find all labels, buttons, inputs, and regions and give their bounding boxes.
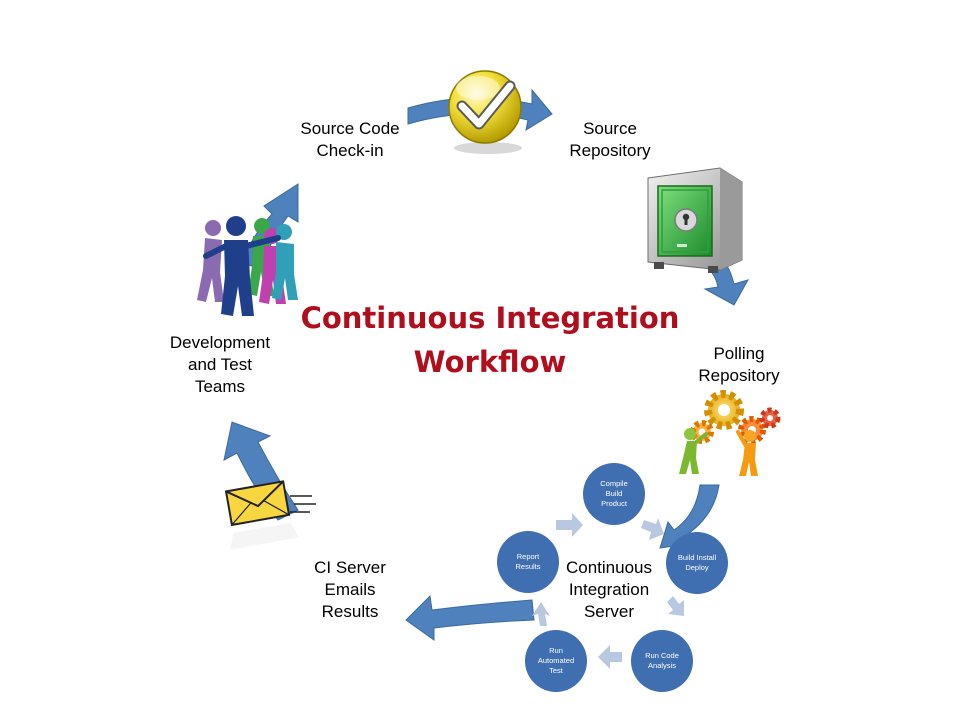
circle-compile	[583, 463, 645, 525]
label-source-checkin: Source Code Check-in	[300, 119, 400, 160]
safe-icon	[647, 167, 743, 273]
envelope-icon	[224, 480, 316, 550]
small-arrow-compile-to-install	[641, 518, 664, 540]
team-icon	[197, 216, 298, 316]
label-dev-teams: Development and Test Teams	[169, 333, 271, 396]
step-install: Build Install Deploy	[677, 553, 717, 572]
step-test: Run Automated Test	[537, 646, 575, 675]
circle-analysis	[631, 630, 693, 692]
label-polling-repository: Polling Repository	[698, 344, 780, 385]
label-ci-server: Continuous Integration Server	[565, 558, 652, 621]
title-line-2: Workflow	[413, 345, 567, 379]
small-arrow-test-to-report	[532, 602, 550, 626]
step-report: Report Results	[515, 552, 541, 571]
circle-test	[525, 630, 587, 692]
small-arrow-install-to-analysis	[667, 596, 684, 616]
gears-people-icon	[679, 390, 781, 476]
small-arrow-report-to-compile	[556, 513, 583, 537]
step-analysis: Run Code Analysis	[645, 651, 679, 670]
step-compile: Compile Build Product	[600, 479, 628, 508]
title-line-1: Continuous Integration	[300, 301, 680, 335]
label-ci-emails: CI Server Emails Results	[314, 558, 386, 621]
diagram-title: Continuous Integration Workflow	[290, 296, 690, 384]
arrow-server-to-emails	[405, 594, 535, 641]
circle-install	[666, 532, 728, 594]
checkmark-icon	[448, 70, 522, 154]
label-source-repository: Source Repository	[569, 119, 651, 160]
circle-report	[497, 531, 559, 593]
small-arrow-analysis-to-test	[598, 645, 622, 669]
